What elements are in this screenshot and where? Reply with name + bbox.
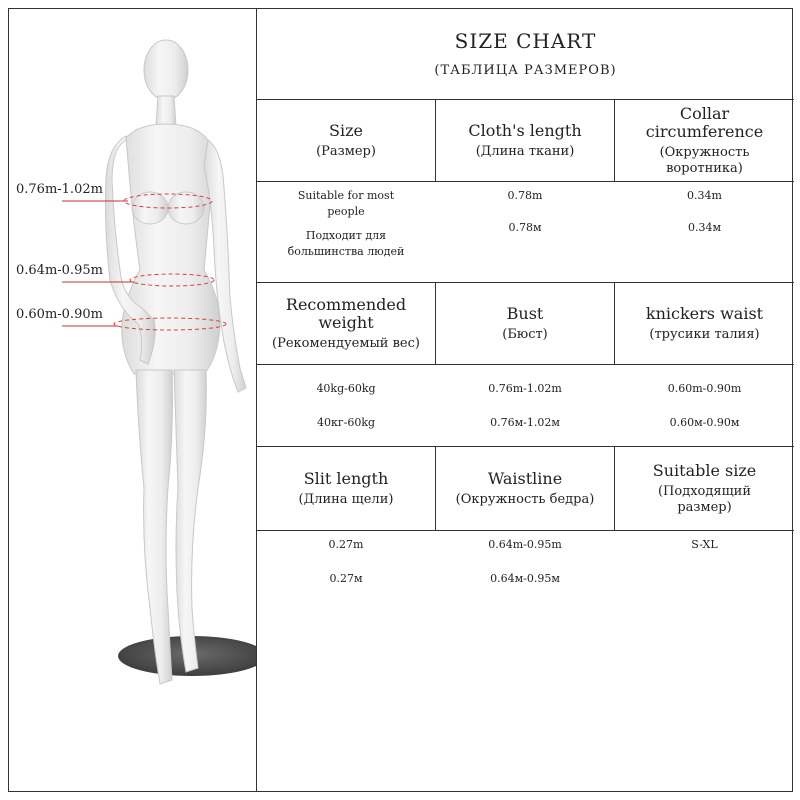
grid-line [257,282,794,283]
header-slit-length: Slit length (Длина щели) [298,468,394,507]
mannequin-illustration [62,39,256,685]
mannequin-arm-left [105,135,156,365]
grid-line [614,446,615,531]
chart-title-block: SIZE CHART (ТАБЛИЦА РАЗМЕРОВ) [257,8,794,99]
header-cloth-length: Cloth's length (Длина ткани) [468,120,582,159]
value-bust: 0.76m-1.02m 0.76м-1.02м [488,381,562,429]
size-chart-frame [8,8,793,792]
mannequin-body [105,39,247,685]
grid-line [257,364,794,365]
grid-line [435,282,436,365]
measure-ring-bust [123,193,213,209]
mannequin-bust-right [167,191,205,225]
header-suitable-size: Suitable size (Подходящий размер) [652,460,757,515]
mannequin-leg-right [173,369,207,673]
measure-label-hips: 0.60m-0.90m [16,307,103,322]
value-collar-circumference: 0.34m 0.34м [687,189,722,234]
value-recommended-weight: 40kg-60kg 40кг-60kg [316,381,376,429]
grid-line [435,446,436,531]
mannequin-head [143,39,189,101]
mannequin-neck [155,95,177,127]
mannequin-panel: 0.76m-1.02m 0.64m-0.95m 0.60m-0.90m [8,8,256,792]
value-size: Suitable for most people Подходит для бо… [287,189,405,258]
size-chart-table: SIZE CHART (ТАБЛИЦА РАЗМЕРОВ) Size (Разм… [256,8,794,792]
measure-ring-waist [129,273,215,287]
measure-label-bust: 0.76m-1.02m [16,182,103,197]
mannequin-leg-left [135,369,173,685]
value-suitable-size: S-XL [691,538,718,551]
chart-subtitle: (ТАБЛИЦА РАЗМЕРОВ) [434,63,617,78]
grid-line [614,99,615,182]
grid-line [257,181,794,182]
header-size: Size (Размер) [316,120,376,159]
grid-line [435,99,436,182]
value-waistline: 0.64m-0.95m 0.64м-0.95м [488,538,562,585]
header-bust: Bust (Бюст) [502,303,548,342]
header-collar-circumference: Collar circumference (Окружность воротни… [645,103,764,176]
measure-ring-hips [113,317,227,331]
mannequin-arm-right [203,139,247,393]
value-slit-length: 0.27m 0.27м [328,538,364,585]
header-knickers-waist: knickers waist (трусики талия) [645,303,764,342]
chart-title: SIZE CHART [454,29,597,53]
grid-line [614,282,615,365]
value-knickers-waist: 0.60m-0.90m 0.60м-0.90м [667,381,742,429]
measure-label-waist: 0.64m-0.95m [16,263,103,278]
mannequin-torso [121,123,221,375]
value-cloth-length: 0.78m 0.78м [507,189,543,234]
header-waistline: Waistline (Окружность бедра) [455,468,595,507]
grid-line [257,530,794,531]
header-recommended-weight: Recommended weight (Рекомендуемый вес) [272,294,420,351]
grid-line [257,446,794,447]
grid-line [257,99,794,100]
